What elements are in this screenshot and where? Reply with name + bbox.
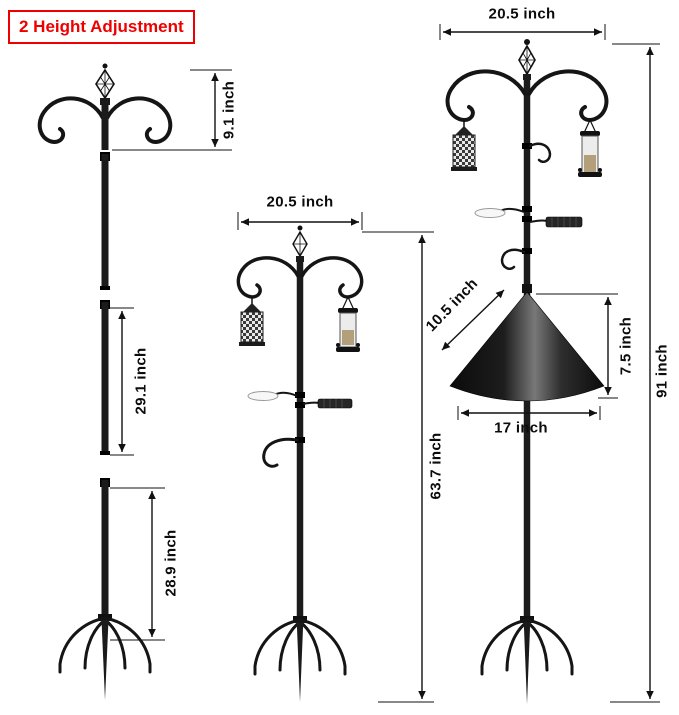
- extension-ticks: [110, 307, 134, 456]
- extension-ticks: [536, 293, 618, 399]
- pole-segment-2: [100, 300, 110, 455]
- finial-ornament: [292, 225, 308, 262]
- assembled-station-figure: [236, 225, 364, 702]
- disassembled-pole-figure: [37, 63, 173, 700]
- five-prong-base: [480, 616, 574, 704]
- tube-seed-feeder: [336, 296, 360, 352]
- dim-label-hook-section: 9.1 inch: [220, 80, 238, 140]
- extension-ticks: [110, 487, 165, 641]
- tray-arms: [247, 391, 353, 409]
- pole-stub: [101, 105, 109, 150]
- dim-label-base-section: 28.9 inch: [162, 529, 180, 597]
- height-adjustment-badge: 2 Height Adjustment: [8, 10, 195, 44]
- double-shepherd-hooks: [37, 96, 173, 145]
- ground-spike: [523, 622, 531, 704]
- dim-label-baffle-height: 7.5 inch: [617, 316, 635, 376]
- dim-label-mid-height: 63.7 inch: [427, 432, 445, 500]
- double-shepherd-hooks: [236, 256, 364, 299]
- extension-ticks: [610, 43, 660, 703]
- dim-label-total-height: 91 inch: [653, 344, 671, 398]
- dim-label-mid-width: 20.5 inch: [266, 193, 334, 211]
- dim-label-middle-section: 29.1 inch: [132, 347, 150, 415]
- tube-seed-feeder: [578, 119, 602, 177]
- ground-spike: [296, 622, 304, 702]
- ground-spike: [101, 620, 109, 700]
- finial-ornament: [95, 63, 115, 105]
- white-seed-tray: [247, 391, 279, 401]
- mesh-seed-tray: [317, 398, 353, 409]
- five-prong-base: [253, 616, 347, 702]
- lower-hook-arm: [262, 437, 305, 468]
- extension-ticks: [439, 24, 606, 40]
- pole-segment-1: [100, 152, 110, 290]
- station-with-baffle-figure: [445, 39, 609, 704]
- dim-label-right-width: 20.5 inch: [488, 5, 556, 23]
- dimension-lines: [110, 24, 660, 703]
- mesh-suet-feeder: [239, 297, 265, 346]
- white-seed-tray: [474, 208, 506, 218]
- extension-ticks: [362, 231, 434, 703]
- dim-arrow-10-5: [441, 289, 505, 351]
- tray-arms: [474, 206, 583, 228]
- mesh-suet-feeder: [451, 120, 477, 171]
- extension-ticks: [112, 69, 232, 151]
- extension-ticks: [457, 406, 601, 420]
- extension-ticks: [237, 212, 363, 230]
- finial-ornament: [518, 39, 536, 80]
- double-shepherd-hooks: [445, 69, 609, 123]
- small-side-hook-left: [500, 248, 532, 270]
- squirrel-baffle-cone: [449, 284, 605, 402]
- height-adjustment-label: 2 Height Adjustment: [19, 17, 184, 36]
- small-side-hook-right: [522, 142, 552, 163]
- pole-segment-3-with-base: [58, 478, 152, 700]
- dim-label-baffle-diameter: 17 inch: [494, 419, 548, 437]
